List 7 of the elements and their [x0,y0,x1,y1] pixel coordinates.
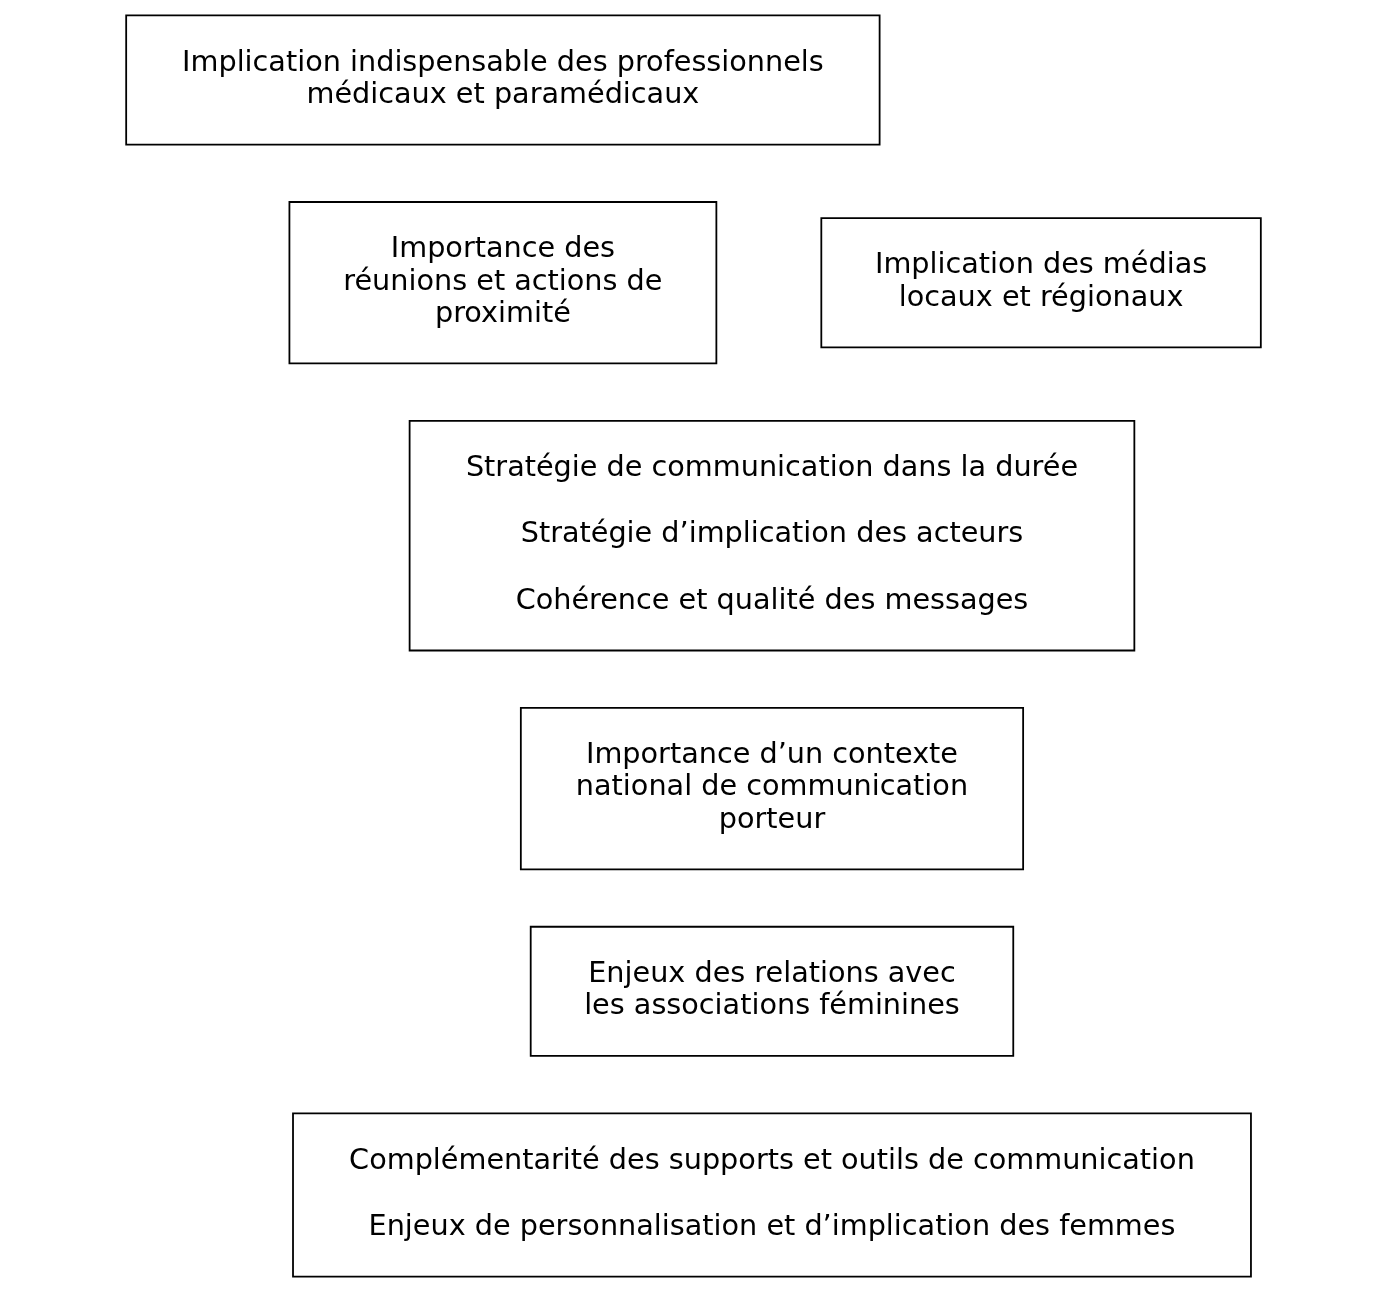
node-box: Stratégie de communication dans la durée Stratégie d’implication des acteurs Cohérence et qualité des messages [408,419,1135,652]
node-box: Implication indispensable des professionnels médicaux et paramédicaux [124,14,880,146]
node-box: Importance d’un contexte national de communication porteur [519,707,1024,871]
node-box: Importance des réunions et actions de proximité [288,201,717,365]
node-box: Complémentarité des supports et outils de communication Enjeux de personnalisation et d’implication des femmes [291,1112,1252,1278]
node-box: Implication des médias locaux et régionaux [819,217,1262,349]
node-box: Enjeux des relations avec les associations féminines [529,925,1014,1057]
